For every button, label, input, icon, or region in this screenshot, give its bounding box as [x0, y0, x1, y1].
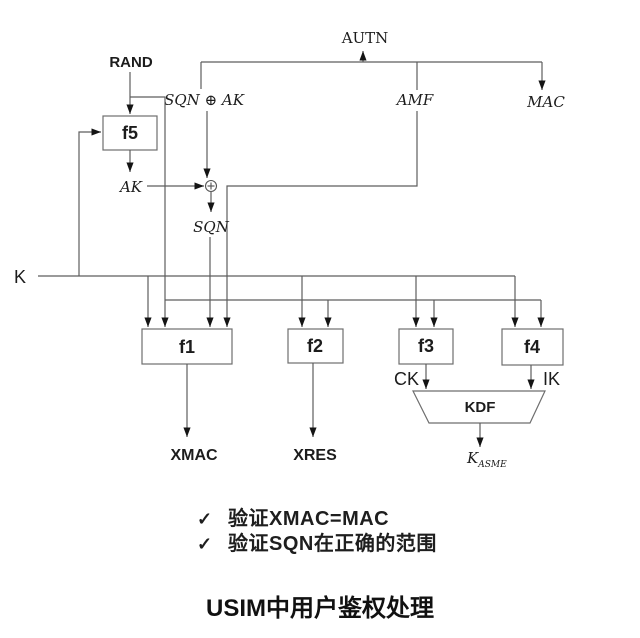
f5-block — [78, 115, 158, 276]
ak-label: AK — [118, 178, 143, 196]
ck-label: CK — [394, 369, 419, 389]
amf-label: AMF — [395, 91, 434, 109]
f1-label: f1 — [179, 337, 195, 357]
rand-path — [126, 72, 169, 327]
verification-text: 验证XMAC=MAC — [228, 508, 390, 530]
aka-diagram: AUTN SQN ⊕ AK AMF MAC RAND f5 AK SQN — [14, 29, 565, 470]
verification-item: ✓ 验证XMAC=MAC — [197, 502, 437, 530]
verification-list: ✓ 验证XMAC=MAC ✓ 验证SQN在正确的范围 — [197, 502, 437, 555]
f1-block — [141, 328, 233, 437]
page-title: USIM中用户鉴权处理 — [206, 595, 434, 622]
rand-label: RAND — [109, 54, 152, 71]
autn-label: AUTN — [341, 29, 389, 47]
xres-label: XRES — [293, 447, 337, 464]
verification-item: ✓ 验证SQN在正确的范围 — [197, 527, 437, 555]
f2-block — [287, 328, 344, 437]
f2-label: f2 — [307, 336, 323, 356]
sqn-xor-ak-label: SQN ⊕ AK — [164, 91, 245, 109]
k-asme-label: KASME — [466, 449, 507, 470]
k-bus — [38, 275, 519, 327]
f3-block — [398, 328, 454, 389]
sqn-label: SQN — [193, 218, 230, 236]
autn-bus — [200, 51, 546, 327]
ak-xor-sqn — [147, 179, 218, 327]
check-icon: ✓ — [197, 509, 213, 529]
rand-bus — [165, 299, 545, 327]
f3-label: f3 — [418, 336, 434, 356]
check-icon: ✓ — [197, 534, 213, 554]
kdf-label: KDF — [465, 399, 496, 416]
k-label: K — [14, 267, 26, 287]
f4-block — [501, 328, 564, 389]
mac-label: MAC — [526, 93, 565, 111]
f4-label: f4 — [524, 337, 540, 357]
verification-text: 验证SQN在正确的范围 — [228, 533, 437, 555]
xmac-label: XMAC — [170, 447, 218, 464]
f5-label: f5 — [122, 123, 138, 143]
kdf-block — [412, 390, 546, 447]
ik-label: IK — [543, 369, 560, 389]
